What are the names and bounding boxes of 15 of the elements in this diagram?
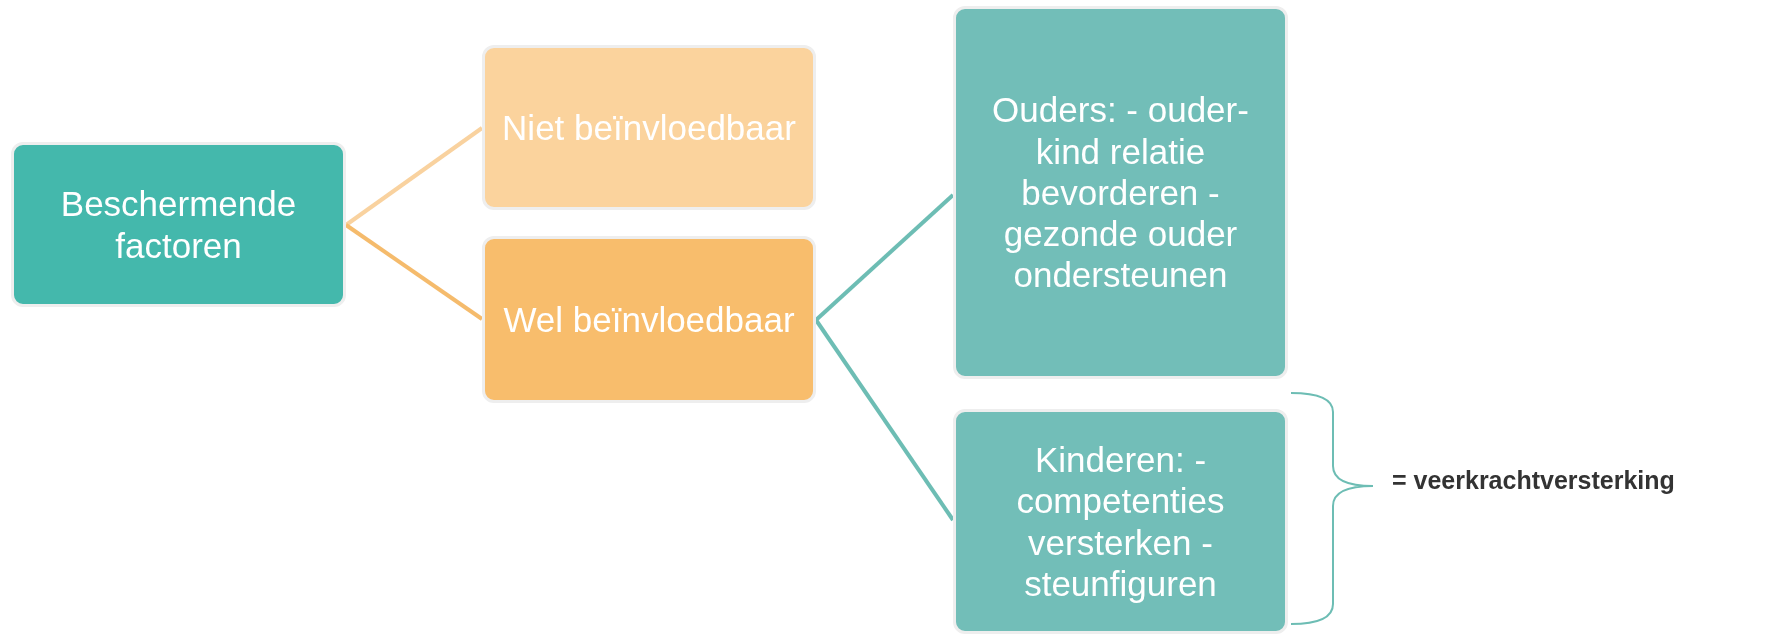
connector-line (344, 223, 484, 321)
connector-line (344, 126, 484, 227)
box-text: Wel beïnvloedbaar (503, 298, 795, 341)
connector-line (814, 193, 955, 322)
process-box (482, 45, 816, 210)
box-text: Ouders: - ouder-kind relatie bevorderen - gezonde ouder ondersteunen (991, 89, 1250, 296)
box-text: Niet beïnvloedbaar (502, 106, 796, 149)
note-text: = veerkrachtversterking (1392, 466, 1675, 495)
box-text: Beschermende factoren (59, 183, 298, 266)
process-box (482, 236, 816, 403)
process-box (953, 6, 1288, 379)
box-text: Kinderen: - competenties versterken - steunfiguren (1015, 438, 1226, 605)
process-box (953, 409, 1288, 634)
connector-line (814, 318, 955, 522)
process-box (11, 142, 346, 307)
